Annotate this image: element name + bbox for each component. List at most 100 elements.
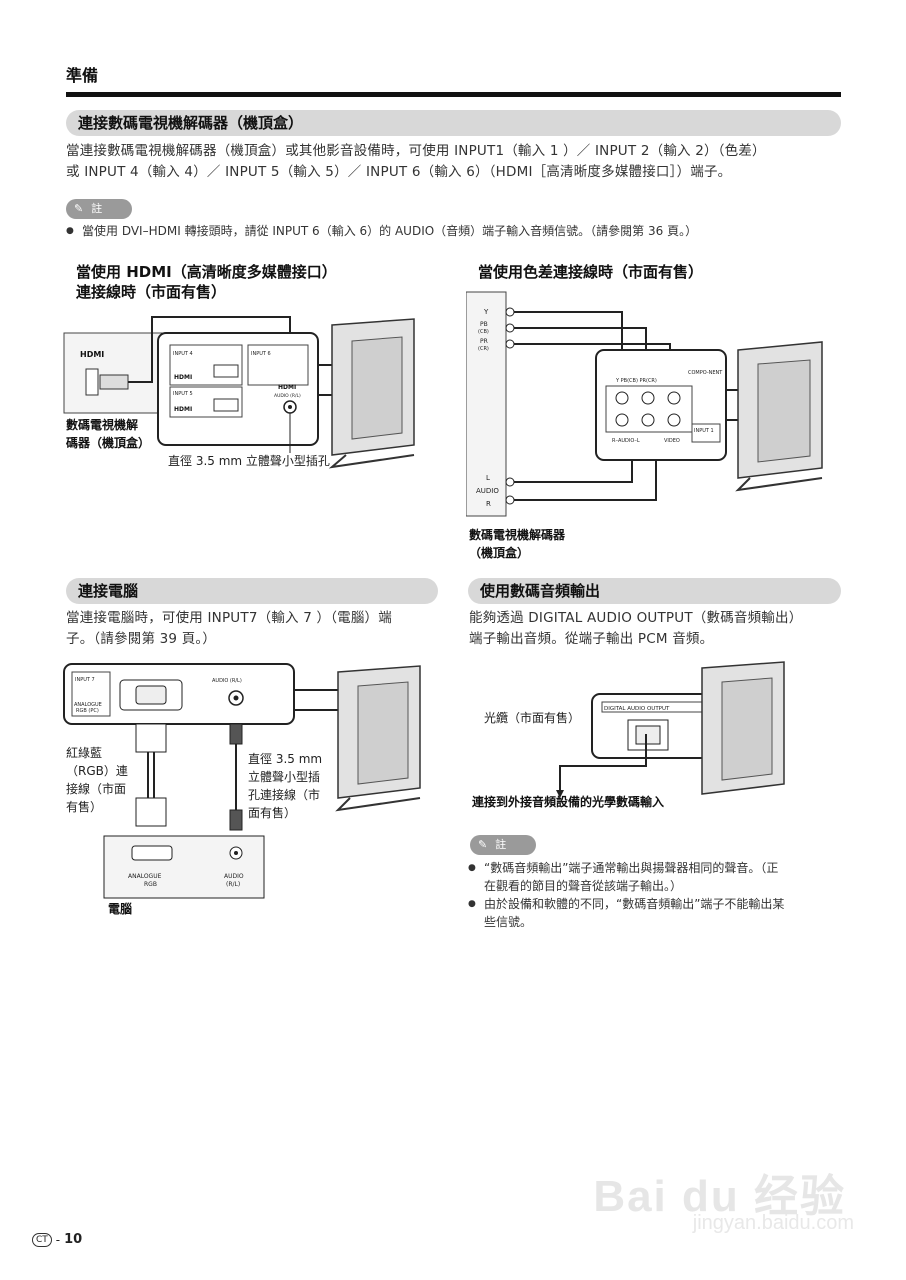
audio-cable-label: 直徑 3.5 mm 立體聲小型插 孔連接線（市 面有售） [248, 750, 322, 822]
digital-audio-body-line2: 端子輸出音頻。從端子輸出 PCM 音頻。 [469, 631, 714, 647]
stb-body: 當連接數碼電視機解碼器（機頂盒）或其他影音設備時，可使用 INPUT1（輸入 1… [66, 141, 856, 183]
component-device-label-line1: 數碼電視機解碼器 [469, 528, 566, 542]
panel-input1-label: INPUT 1 [694, 428, 714, 434]
pc-rgb-label: RGB [144, 881, 157, 888]
rgb-cable-label-line3: 接線（市面 [66, 782, 127, 796]
component-diagram-title: 當使用色差連接線時（市面有售） [478, 263, 704, 281]
optical-cable-label: 光纜（市面有售） [484, 711, 581, 725]
watermark-logo: Bai du 经验 [593, 1172, 846, 1221]
panel-hdmi6-logo: HDMI [278, 384, 296, 391]
stb-hdmi-port [85, 368, 99, 396]
optical-arrow [556, 790, 564, 798]
pencil-icon: ✎ [478, 838, 488, 851]
panel-input5-label: INPUT 5 [173, 391, 193, 397]
digital-note-2-line2: 些信號。 [484, 915, 533, 929]
panel-analogue-label: ANALOGUE [74, 702, 102, 708]
panel-input6-label: INPUT 6 [251, 351, 271, 357]
hdmi-diagram: HDMI INPUT 4 INPUT 5 INPUT 6 HDMI HDMI H… [63, 316, 415, 469]
panel-video-label: VIDEO [664, 438, 680, 444]
stb-side-box [466, 291, 507, 517]
panel-yprpb-labels: Y PB(CB) PR(CR) [615, 378, 657, 384]
digital-note-1-line1: “數碼音頻輸出”端子通常輸出與揚聲器相同的聲音。（正 [484, 861, 779, 875]
digital-audio-body-line1: 能夠透過 DIGITAL AUDIO OUTPUT（數碼音頻輸出） [469, 610, 803, 626]
comp-pb-label: PB [480, 321, 488, 328]
optical-bottom-label: 連接到外接音頻設備的光學數碼輸入 [472, 795, 665, 809]
digital-note-1-line2: 在觀看的節目的聲音從該端子輸出。） [484, 879, 683, 893]
note-label: 註 [495, 838, 507, 851]
digital-audio-diagram: DIGITAL AUDIO OUTPUT [556, 661, 785, 798]
stb-hdmi-plug [99, 374, 129, 390]
pc-body: 當連接電腦時，可使用 INPUT7（輸入 7 ）（電腦）端 子。（請參閱第 39… [66, 608, 446, 650]
hdmi-title-line2: 連接線時（市面有售） [76, 283, 227, 301]
input4-hdmi-port [213, 364, 239, 378]
panel-audio-label: AUDIO (R/L) [274, 393, 301, 399]
header-rule [66, 92, 841, 97]
rgb-cable-label-line4: 有售） [66, 800, 103, 814]
audio-l-label: L [486, 474, 490, 482]
component-cables [514, 311, 671, 350]
footer-dash: - [55, 1232, 61, 1247]
note-tag-stb: ✎註 [66, 199, 132, 219]
stb-notes: 當使用 DVI–HDMI 轉接頭時，請從 INPUT 6（輸入 6）的 AUDI… [66, 222, 846, 240]
panel-hdmi4-logo: HDMI [174, 374, 192, 381]
section-title-pc: 連接電腦 [66, 578, 438, 604]
pc-box [103, 835, 265, 899]
comp-y-label: Y [483, 308, 489, 316]
hdmi-diagram-title: 當使用 HDMI（高清晰度多媒體接口） 連接線時（市面有售） [76, 262, 337, 302]
digital-note-2-line1: 由於設備和軟體的不同，“數碼音頻輸出”端子不能輸出某 [484, 897, 785, 911]
component-device-label-line2: （機頂盒） [469, 546, 530, 560]
optical-panel-label: DIGITAL AUDIO OUTPUT [604, 706, 670, 712]
pc-audio-rl-label: (R/L) [226, 881, 240, 888]
panel-input4-label: INPUT 4 [173, 351, 193, 357]
pc-audio-label: AUDIO [224, 873, 244, 880]
region-badge: CT [32, 1232, 52, 1247]
rgb-cable-label-line2: （RGB）連 [66, 764, 128, 778]
panel-rgbpc-label: RGB (PC) [76, 708, 99, 714]
page-number: 10 [64, 1232, 83, 1247]
pc-body-line2: 子。（請參閱第 39 頁。） [66, 631, 217, 647]
digital-note-2: 由於設備和軟體的不同，“數碼音頻輸出”端子不能輸出某 些信號。 [468, 895, 848, 931]
audio-cable-label-line2: 立體聲小型插 [248, 770, 321, 784]
audio-cable-label-line1: 直徑 3.5 mm [248, 752, 323, 766]
pc-vga-port [131, 845, 173, 861]
comp-pr-sub: (CR) [478, 346, 489, 352]
digital-note-1: “數碼音頻輸出”端子通常輸出與揚聲器相同的聲音。（正 在觀看的節目的聲音從該端子… [468, 859, 848, 895]
note-label: 註 [91, 202, 103, 215]
stb-device-label-line1: 數碼電視機解 [66, 418, 139, 432]
jack-caption: 直徑 3.5 mm 立體聲小型插孔 [168, 454, 330, 468]
panel-input7-label: INPUT 7 [75, 677, 95, 683]
pc-diagram: INPUT 7 ANALOGUE RGB (PC) AUDIO (R/L) AN… [63, 663, 421, 899]
component-diagram: Y PB (CB) PR (CR) L AUDIO R Y PB(CB) PR(… [466, 291, 823, 517]
pc-body-line1: 當連接電腦時，可使用 INPUT7（輸入 7 ）（電腦）端 [66, 610, 392, 626]
hdmi-title-line1: 當使用 HDMI（高清晰度多媒體接口） [76, 263, 337, 281]
panel-raudiol-label: R–AUDIO–L [612, 438, 640, 444]
page-header: 準備 [66, 66, 99, 85]
digital-audio-notes: “數碼音頻輸出”端子通常輸出與揚聲器相同的聲音。（正 在觀看的節目的聲音從該端子… [468, 859, 848, 931]
stb-device-label: 數碼電視機解 碼器（機頂盒） [66, 416, 150, 452]
watermark-url: jingyan.baidu.com [692, 1212, 854, 1234]
audio-label: AUDIO [476, 487, 499, 495]
rgb-cable-label: 紅綠藍 （RGB）連 接線（市面 有售） [66, 744, 128, 816]
stb-device-label-line2: 碼器（機頂盒） [66, 436, 151, 450]
stb-body-line1: 當連接數碼電視機解碼器（機頂盒）或其他影音設備時，可使用 INPUT1（輸入 1… [66, 143, 766, 159]
stb-body-line2: 或 INPUT 4（輸入 4）／ INPUT 5（輸入 5）／ INPUT 6（… [66, 164, 732, 180]
input6-block [247, 344, 309, 386]
audio-cable-label-line3: 孔連接線（市 [248, 788, 321, 802]
pc-analogue-label: ANALOGUE [128, 873, 162, 880]
comp-pb-sub: (CB) [478, 329, 489, 335]
pc-label: 電腦 [108, 902, 133, 916]
note-tag-digital: ✎註 [470, 835, 536, 855]
component-device-label: 數碼電視機解碼器 （機頂盒） [469, 526, 565, 562]
panel-hdmi5-logo: HDMI [174, 406, 192, 413]
audio-cable-label-line4: 面有售） [248, 806, 297, 820]
audio-r-label: R [486, 500, 491, 508]
audio-cables [514, 458, 657, 501]
digital-audio-body: 能夠透過 DIGITAL AUDIO OUTPUT（數碼音頻輸出） 端子輸出音頻… [469, 608, 849, 650]
comp-pr-label: PR [480, 338, 488, 345]
panel-component-label: COMPO-NENT [688, 370, 723, 376]
page-footer: CT - 10 [32, 1232, 82, 1247]
stb-device-box [63, 332, 163, 414]
stb-hdmi-logo: HDMI [80, 350, 104, 359]
optical-cable [559, 734, 647, 796]
pencil-icon: ✎ [74, 202, 84, 215]
